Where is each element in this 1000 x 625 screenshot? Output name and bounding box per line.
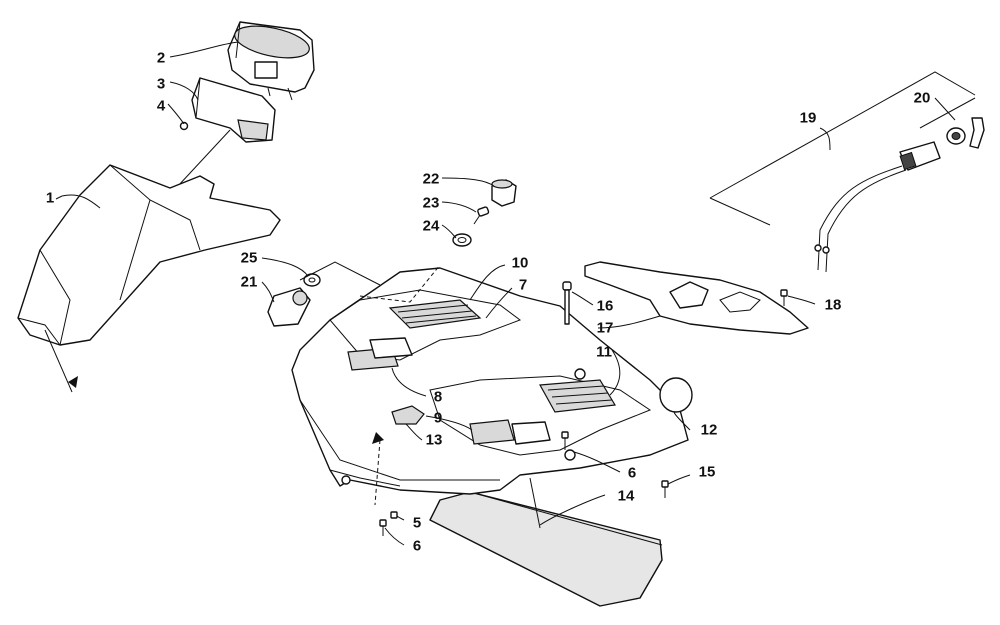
callout-8: 8	[433, 388, 443, 406]
callout-23: 23	[422, 194, 440, 212]
ignition-switch-part	[267, 287, 311, 327]
callout-19: 19	[799, 109, 817, 127]
callout-15: 15	[698, 463, 716, 481]
round-cap-part	[659, 377, 693, 413]
callout-13: 13	[425, 431, 443, 449]
screw-part-18	[780, 289, 788, 306]
callout-5: 5	[412, 514, 422, 532]
grommet-part	[452, 233, 472, 247]
callout-20: 20	[913, 89, 931, 107]
rear-cover-part	[584, 261, 809, 335]
foam-patch-part	[391, 405, 425, 425]
callout-18: 18	[824, 296, 842, 314]
callout-21: 21	[240, 273, 258, 291]
screw-part-6-lower	[379, 519, 387, 536]
callout-9: 9	[433, 409, 443, 427]
callout-12: 12	[700, 421, 718, 439]
foam-pad-part	[429, 491, 663, 607]
callout-22: 22	[422, 170, 440, 188]
gauge-mount-part	[191, 77, 276, 143]
screw-part-4	[179, 121, 189, 131]
callout-25: 25	[240, 249, 258, 267]
cable-assembly-part	[814, 141, 941, 273]
washer-part	[303, 273, 321, 287]
callout-6: 6	[627, 464, 637, 482]
callout-11: 11	[596, 343, 612, 361]
callout-3: 3	[156, 75, 166, 93]
callout-24: 24	[422, 217, 440, 235]
callout-14: 14	[617, 487, 635, 505]
callout-7: 7	[518, 276, 528, 294]
fuel-cap-part	[491, 179, 517, 207]
gauge-part	[227, 21, 315, 101]
pin-part	[473, 206, 490, 225]
cable-end-part	[946, 117, 985, 149]
long-bolt-part	[562, 281, 572, 325]
callout-16: 16	[596, 297, 614, 315]
screw-part-6	[561, 431, 569, 450]
callout-4: 4	[156, 97, 166, 115]
screw-part-15	[661, 480, 669, 498]
callout-17: 17	[596, 319, 614, 337]
callout-2: 2	[156, 49, 166, 67]
callout-6-lower: 6	[412, 537, 422, 555]
console-body-part	[291, 267, 689, 495]
callout-1: 1	[45, 189, 55, 207]
hood-part	[17, 164, 281, 393]
callout-10: 10	[511, 254, 529, 272]
screw-part-5	[390, 511, 398, 519]
